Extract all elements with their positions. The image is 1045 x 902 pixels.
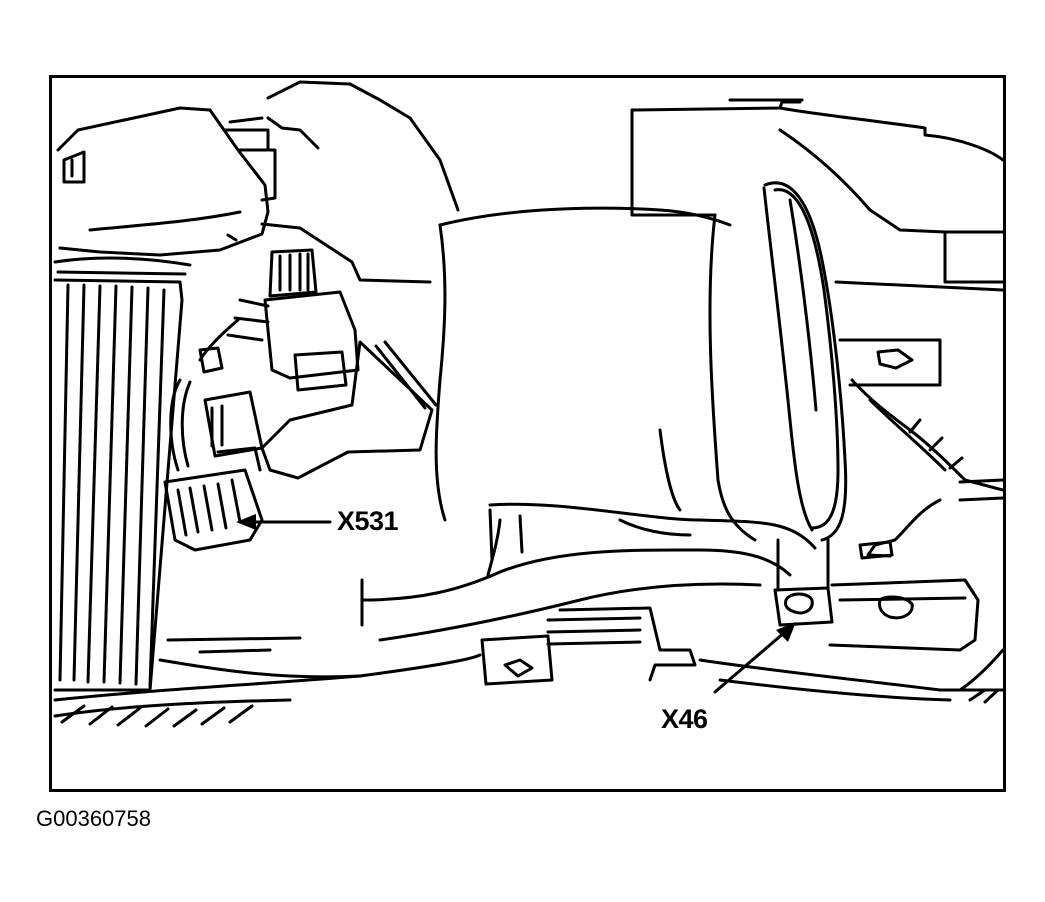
upper-left-housing	[56, 80, 460, 284]
x531-arrowhead	[236, 514, 256, 530]
air-duct	[226, 181, 848, 642]
callout-x531: X531	[337, 506, 399, 536]
floor-lines	[158, 636, 362, 679]
right-module	[630, 98, 1003, 560]
figure-id: G00360758	[36, 806, 151, 831]
ribbed-bracket	[53, 256, 362, 728]
ground-bracket-x46	[358, 538, 1003, 704]
connector-x531	[163, 248, 438, 552]
leader-arrows	[236, 514, 796, 694]
x46-leader-arrow	[713, 630, 787, 694]
callout-x46: X46	[661, 704, 708, 734]
diagram-frame	[49, 75, 1006, 792]
x46-arrowhead	[776, 622, 796, 642]
